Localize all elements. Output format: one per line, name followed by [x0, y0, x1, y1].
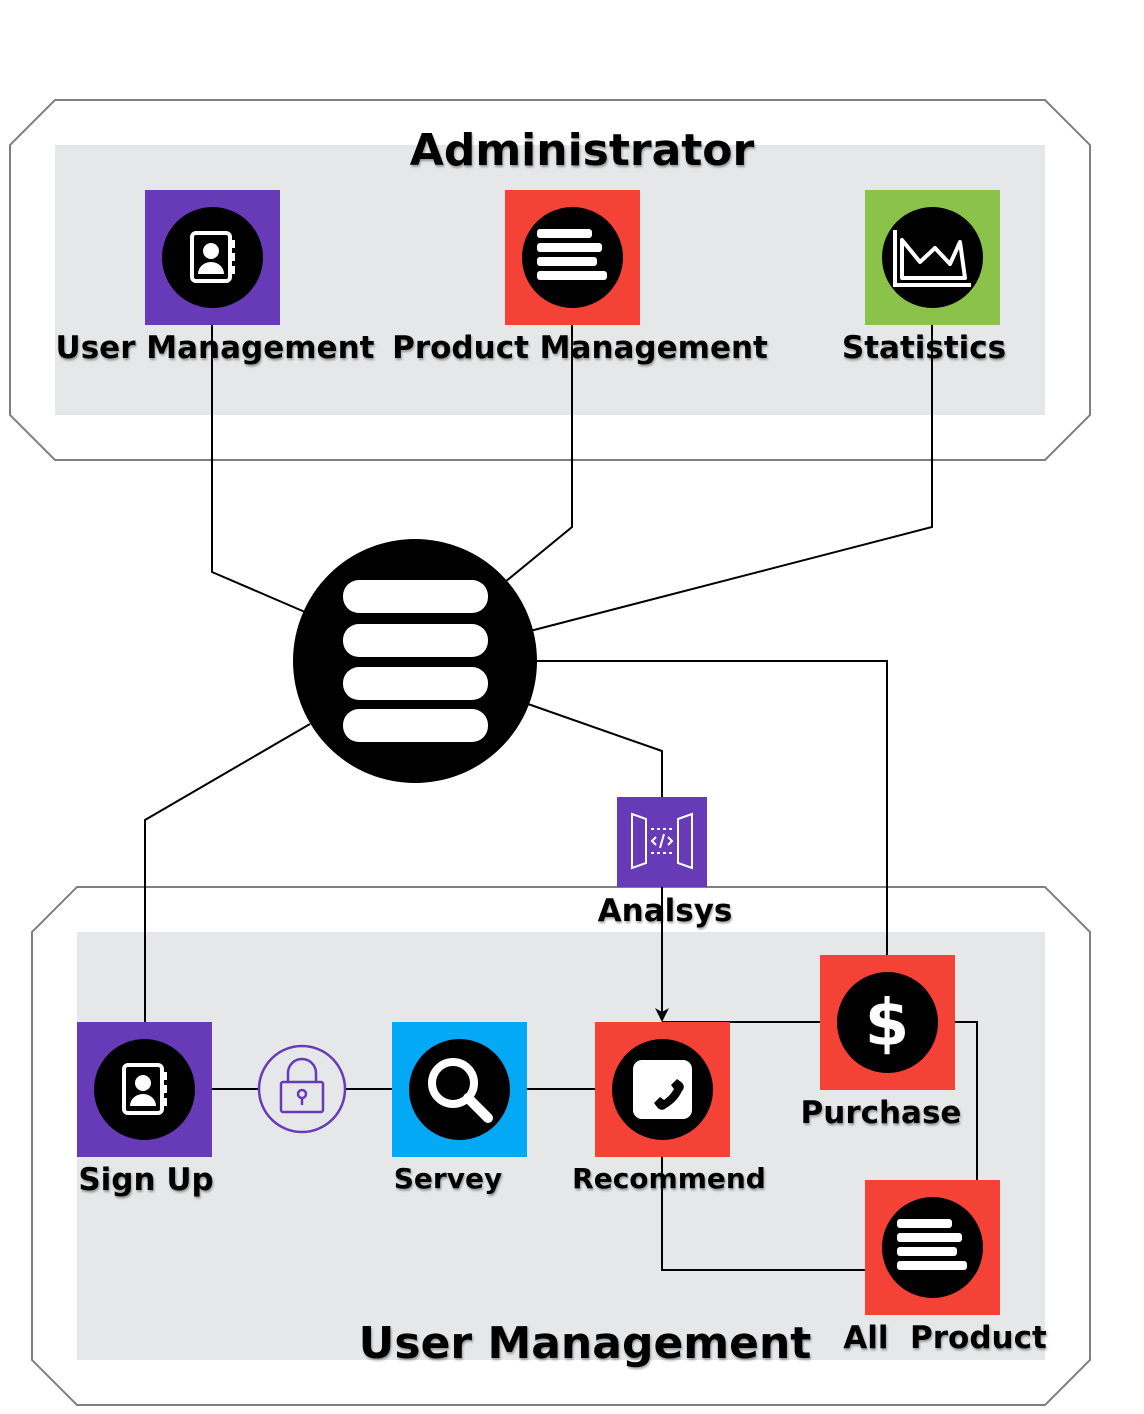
phone-icon	[633, 1060, 692, 1119]
statistics-label: Statistics	[841, 330, 1007, 366]
survey-label: Servey	[393, 1162, 503, 1195]
edge-db-purchase	[535, 660, 888, 955]
area-chart-icon	[893, 230, 971, 287]
edge-db-signup	[144, 723, 311, 1022]
sign-up-label: Sign Up	[78, 1162, 214, 1198]
edge-recommend-allproduct	[661, 1157, 865, 1271]
svg-text:$: $	[865, 987, 910, 1061]
purchase-node[interactable]: $	[820, 955, 955, 1090]
api-gateway-icon[interactable]	[617, 797, 707, 887]
recommend-node[interactable]	[595, 1022, 730, 1157]
address-book-icon	[190, 231, 235, 283]
sign-up-node[interactable]	[77, 1022, 212, 1157]
survey-node[interactable]	[392, 1022, 527, 1157]
edge-user-management-db	[211, 325, 306, 613]
search-icon	[428, 1058, 493, 1123]
analysis-label: Analsys	[597, 893, 733, 929]
product-management-label: Product Management	[392, 330, 768, 366]
edge-purchase-allproduct	[955, 1021, 978, 1180]
edge-product-management-db	[504, 325, 573, 583]
edge-statistics-db	[529, 325, 933, 632]
product-management-node[interactable]	[505, 190, 640, 325]
recommend-label: Recommend	[572, 1162, 766, 1195]
edge-db-analysis	[527, 703, 663, 797]
statistics-node[interactable]	[865, 190, 1000, 325]
database-icon	[293, 539, 537, 783]
all-product-node[interactable]	[865, 1180, 1000, 1315]
connectors	[144, 325, 978, 1271]
dollar-icon: $	[865, 987, 910, 1061]
user-management-node[interactable]	[145, 190, 280, 325]
all-product-label: All Product	[843, 1320, 1047, 1356]
user-management-group-title: User Management	[358, 1318, 812, 1369]
list-icon	[897, 1219, 967, 1270]
lock-icon	[257, 1044, 347, 1134]
user-management-label: User Management	[55, 330, 375, 366]
address-book-icon	[122, 1063, 167, 1115]
purchase-label: Purchase	[800, 1095, 962, 1131]
list-icon	[537, 229, 607, 280]
administrator-group-title: Administrator	[409, 125, 755, 176]
